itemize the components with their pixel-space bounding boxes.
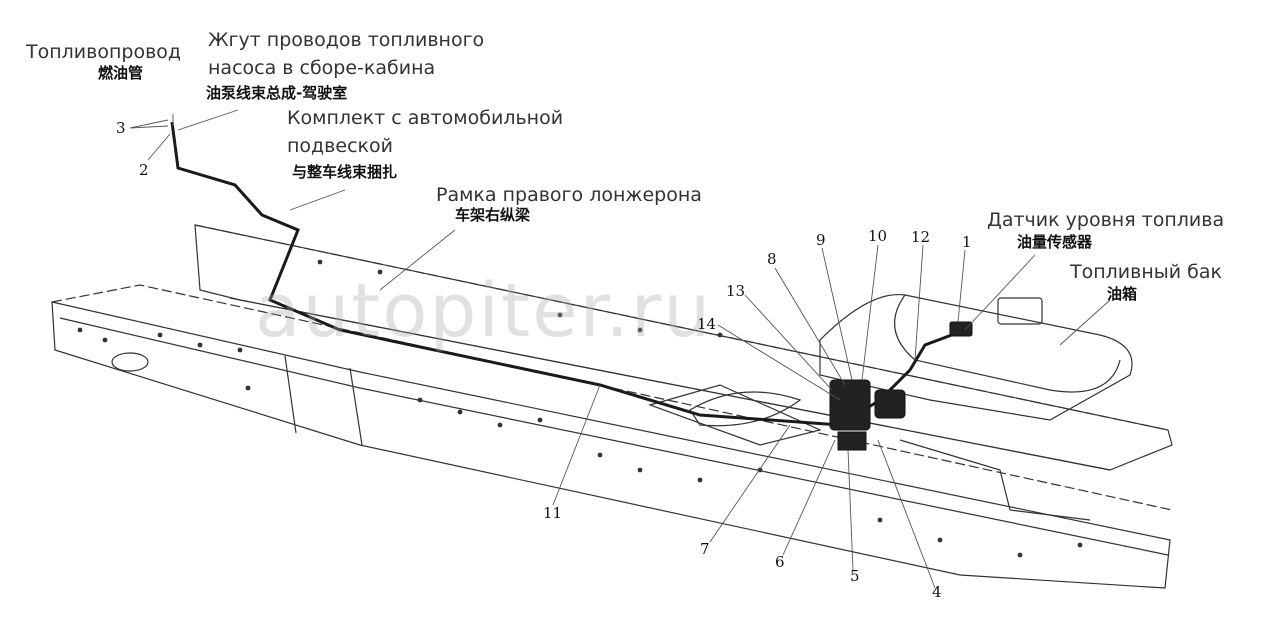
sensor-label-cn: 油量传感器 xyxy=(1017,233,1093,251)
harness-label-ru-line2: насоса в сборе-кабина xyxy=(208,57,436,79)
callout-9: 9 xyxy=(816,231,826,249)
callout-3: 3 xyxy=(116,119,126,137)
fuel-pump-assembly xyxy=(829,321,973,451)
harness-label-cn: 油泵线束总成-驾驶室 xyxy=(206,84,348,102)
tank-label-ru: Топливный бак xyxy=(1070,261,1222,283)
watermark: autopiter.ru xyxy=(255,268,713,354)
leader-lines xyxy=(129,109,1111,589)
harness-label-ru-line1: Жгут проводов топливного xyxy=(208,29,485,51)
callout-14: 14 xyxy=(697,315,717,333)
callout-10: 10 xyxy=(868,227,888,245)
tank-label-cn: 油箱 xyxy=(1107,285,1138,303)
callout-7: 7 xyxy=(700,540,710,558)
callout-12: 12 xyxy=(911,228,931,246)
callout-5: 5 xyxy=(850,567,860,585)
fuel-line-label-ru: Топливопровод xyxy=(26,41,182,63)
left-frame-rail xyxy=(51,284,1173,589)
fuel-line-label-cn: 燃油管 xyxy=(98,64,144,82)
callout-13: 13 xyxy=(726,282,746,300)
callout-11: 11 xyxy=(543,504,563,522)
callout-6: 6 xyxy=(775,553,785,571)
fuel-tank xyxy=(819,293,1133,421)
kit-label-cn: 与整车线束捆扎 xyxy=(292,163,398,181)
callout-2: 2 xyxy=(139,161,149,179)
fuel-line-route xyxy=(170,121,966,427)
callout-1: 1 xyxy=(962,233,972,251)
frame-label-cn: 车架右纵梁 xyxy=(455,206,531,224)
sensor-label-ru: Датчик уровня топлива xyxy=(987,209,1225,231)
kit-label-ru-line1: Комплект с автомобильной xyxy=(287,107,564,129)
right-frame-rail xyxy=(194,224,1173,471)
callout-8: 8 xyxy=(767,250,777,268)
frame-label-ru: Рамка правого лонжерона xyxy=(436,184,702,206)
callout-4: 4 xyxy=(932,583,942,601)
kit-label-ru-line2: подвеской xyxy=(287,135,393,157)
